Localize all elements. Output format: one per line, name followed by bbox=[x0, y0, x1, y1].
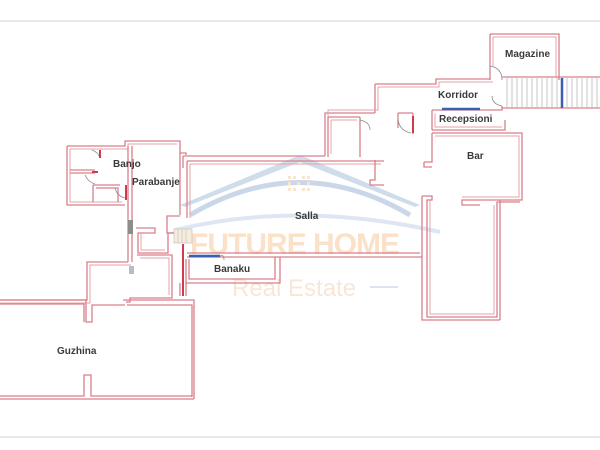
room-label-parabanje: Parabanje bbox=[132, 177, 180, 188]
room-korridor bbox=[324, 78, 506, 156]
room-label-korridor: Korridor bbox=[438, 90, 478, 101]
room-label-salla: Salla bbox=[295, 211, 319, 222]
room-banaku bbox=[185, 254, 281, 284]
room-label-bar: Bar bbox=[467, 151, 484, 162]
lower-connector bbox=[166, 215, 193, 296]
room-magazine bbox=[489, 33, 560, 80]
pillar bbox=[129, 266, 134, 274]
room-label-recepsioni: Recepsioni bbox=[439, 114, 493, 125]
room-banjo bbox=[66, 140, 187, 206]
staircase bbox=[502, 76, 600, 109]
room-hall bbox=[0, 254, 173, 304]
room-label-guzhina: Guzhina bbox=[57, 346, 97, 357]
room-storage bbox=[327, 112, 414, 157]
watermark-brand: FUTURE HOME bbox=[190, 228, 399, 261]
room-guzhina bbox=[0, 299, 195, 400]
house-roof-logo-icon bbox=[174, 155, 441, 234]
room-label-banjo: Banjo bbox=[113, 159, 141, 170]
room-bar bbox=[421, 132, 523, 321]
room-salla bbox=[182, 155, 422, 258]
room-parabanje bbox=[127, 146, 181, 262]
room-label-banaku: Banaku bbox=[214, 264, 250, 275]
room-label-magazine: Magazine bbox=[505, 49, 550, 60]
recepsioni-door bbox=[491, 95, 503, 107]
pillar bbox=[128, 220, 133, 234]
magazine-door bbox=[489, 65, 503, 81]
